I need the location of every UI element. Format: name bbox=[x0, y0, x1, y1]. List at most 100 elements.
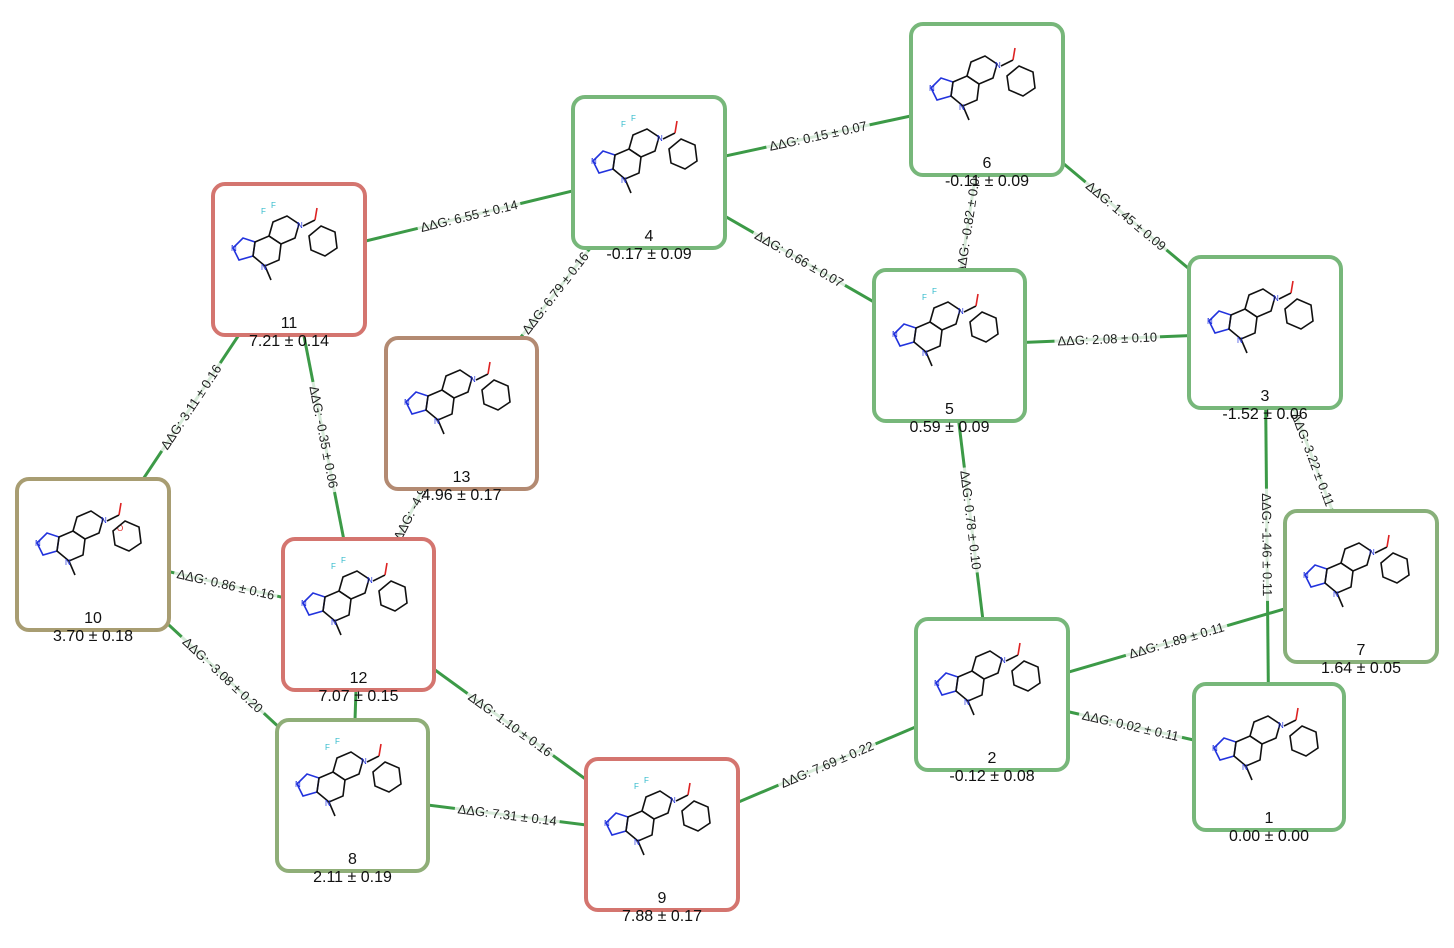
edge-label-halo bbox=[305, 380, 343, 494]
svg-text:N: N bbox=[361, 757, 367, 766]
svg-text:N: N bbox=[1242, 763, 1248, 772]
node-dg-value: 1.64 ± 0.05 bbox=[1321, 660, 1401, 677]
node-dg-value: 3.70 ± 0.18 bbox=[53, 628, 133, 645]
edge-label-halo bbox=[176, 630, 270, 720]
svg-text:N: N bbox=[65, 558, 71, 567]
svg-text:N: N bbox=[1369, 548, 1375, 557]
svg-text:F: F bbox=[331, 562, 336, 571]
svg-text:N: N bbox=[657, 134, 663, 143]
svg-text:O: O bbox=[117, 524, 123, 533]
node-id: 4 bbox=[595, 228, 703, 245]
node-id: 6 bbox=[933, 155, 1041, 172]
edge-label-halo bbox=[1077, 706, 1184, 746]
edge-label: ΔΔG: 3.22 ± 0.11 bbox=[1289, 411, 1338, 509]
svg-text:N: N bbox=[922, 349, 928, 358]
svg-text:N: N bbox=[929, 84, 935, 93]
node-dg-value: 0.00 ± 0.00 bbox=[1229, 828, 1309, 845]
edge-label: ΔΔG: 1.10 ± 0.16 bbox=[465, 689, 555, 760]
edge-label-halo bbox=[749, 225, 850, 293]
node-id: 2 bbox=[938, 750, 1046, 767]
node-dg-value: -0.12 ± 0.08 bbox=[949, 768, 1035, 785]
svg-text:N: N bbox=[892, 330, 898, 339]
svg-text:F: F bbox=[261, 207, 266, 216]
edge-label: ΔΔG: -3.08 ± 0.20 bbox=[180, 634, 266, 716]
svg-text:N: N bbox=[434, 417, 440, 426]
molecule-structure-icon: N N N bbox=[919, 36, 1059, 151]
svg-text:F: F bbox=[335, 737, 340, 746]
svg-text:F: F bbox=[922, 293, 927, 302]
edge-label-halo bbox=[775, 736, 879, 793]
edge-label: ΔΔG: 3.11 ± 0.16 bbox=[157, 362, 224, 453]
svg-text:N: N bbox=[934, 679, 940, 688]
node-dg-value: 7.21 ± 0.14 bbox=[249, 333, 329, 350]
node-id: 1 bbox=[1216, 810, 1322, 827]
edge-label-halo bbox=[155, 358, 227, 456]
svg-text:F: F bbox=[271, 201, 276, 210]
node-dg-value: -0.17 ± 0.09 bbox=[606, 246, 692, 263]
svg-text:N: N bbox=[670, 796, 676, 805]
edge-label-halo bbox=[453, 800, 561, 830]
svg-text:N: N bbox=[995, 61, 1001, 70]
edge-label-halo bbox=[1286, 407, 1340, 512]
svg-text:N: N bbox=[1303, 571, 1309, 580]
node-dg-value: 7.88 ± 0.17 bbox=[622, 908, 702, 925]
edge-label: ΔΔG: -0.35 ± 0.06 bbox=[306, 385, 341, 490]
svg-text:F: F bbox=[634, 782, 639, 791]
node-id: 9 bbox=[608, 890, 716, 907]
svg-text:F: F bbox=[325, 743, 330, 752]
svg-text:N: N bbox=[604, 819, 610, 828]
edge-label-halo bbox=[764, 117, 872, 155]
svg-text:N: N bbox=[591, 157, 597, 166]
edge-label: ΔΔG: 0.15 ± 0.07 bbox=[768, 118, 869, 154]
edge-label: ΔΔG: 0.78 ± 0.10 bbox=[957, 470, 984, 571]
svg-text:N: N bbox=[295, 780, 301, 789]
node-dg-value: 0.59 ± 0.09 bbox=[909, 419, 990, 436]
svg-text:N: N bbox=[1000, 656, 1006, 665]
svg-text:N: N bbox=[297, 221, 303, 230]
edge-label-halo bbox=[1123, 617, 1230, 664]
svg-text:N: N bbox=[101, 516, 107, 525]
svg-text:N: N bbox=[470, 375, 476, 384]
svg-text:N: N bbox=[634, 838, 640, 847]
edge-label-halo bbox=[415, 195, 523, 237]
svg-text:F: F bbox=[932, 287, 937, 296]
edge-label: ΔΔG: 1.89 ± 0.11 bbox=[1127, 619, 1226, 661]
edge-label-halo bbox=[172, 565, 280, 604]
node-dg-value: 7.07 ± 0.15 bbox=[318, 688, 399, 705]
edge-label: ΔΔG: 7.69 ± 0.22 bbox=[778, 738, 876, 791]
svg-text:N: N bbox=[959, 103, 965, 112]
edge-label-halo bbox=[462, 687, 558, 762]
node-box: N N N bbox=[909, 22, 1065, 177]
edge-label: ΔΔG: 7.31 ± 0.14 bbox=[457, 801, 558, 828]
node-id: 7 bbox=[1307, 642, 1415, 659]
svg-text:N: N bbox=[331, 618, 337, 627]
svg-text:N: N bbox=[1207, 317, 1213, 326]
edge-label: ΔΔG: -1.46 ± 0.11 bbox=[1259, 493, 1275, 596]
svg-text:N: N bbox=[301, 599, 307, 608]
svg-text:N: N bbox=[958, 307, 964, 316]
edge-label: ΔΔG: 1.45 ± 0.09 bbox=[1083, 178, 1169, 254]
edge-label: ΔΔG: 6.55 ± 0.14 bbox=[419, 197, 519, 235]
svg-text:N: N bbox=[1212, 744, 1218, 753]
svg-text:N: N bbox=[1273, 294, 1279, 303]
svg-text:N: N bbox=[367, 576, 373, 585]
